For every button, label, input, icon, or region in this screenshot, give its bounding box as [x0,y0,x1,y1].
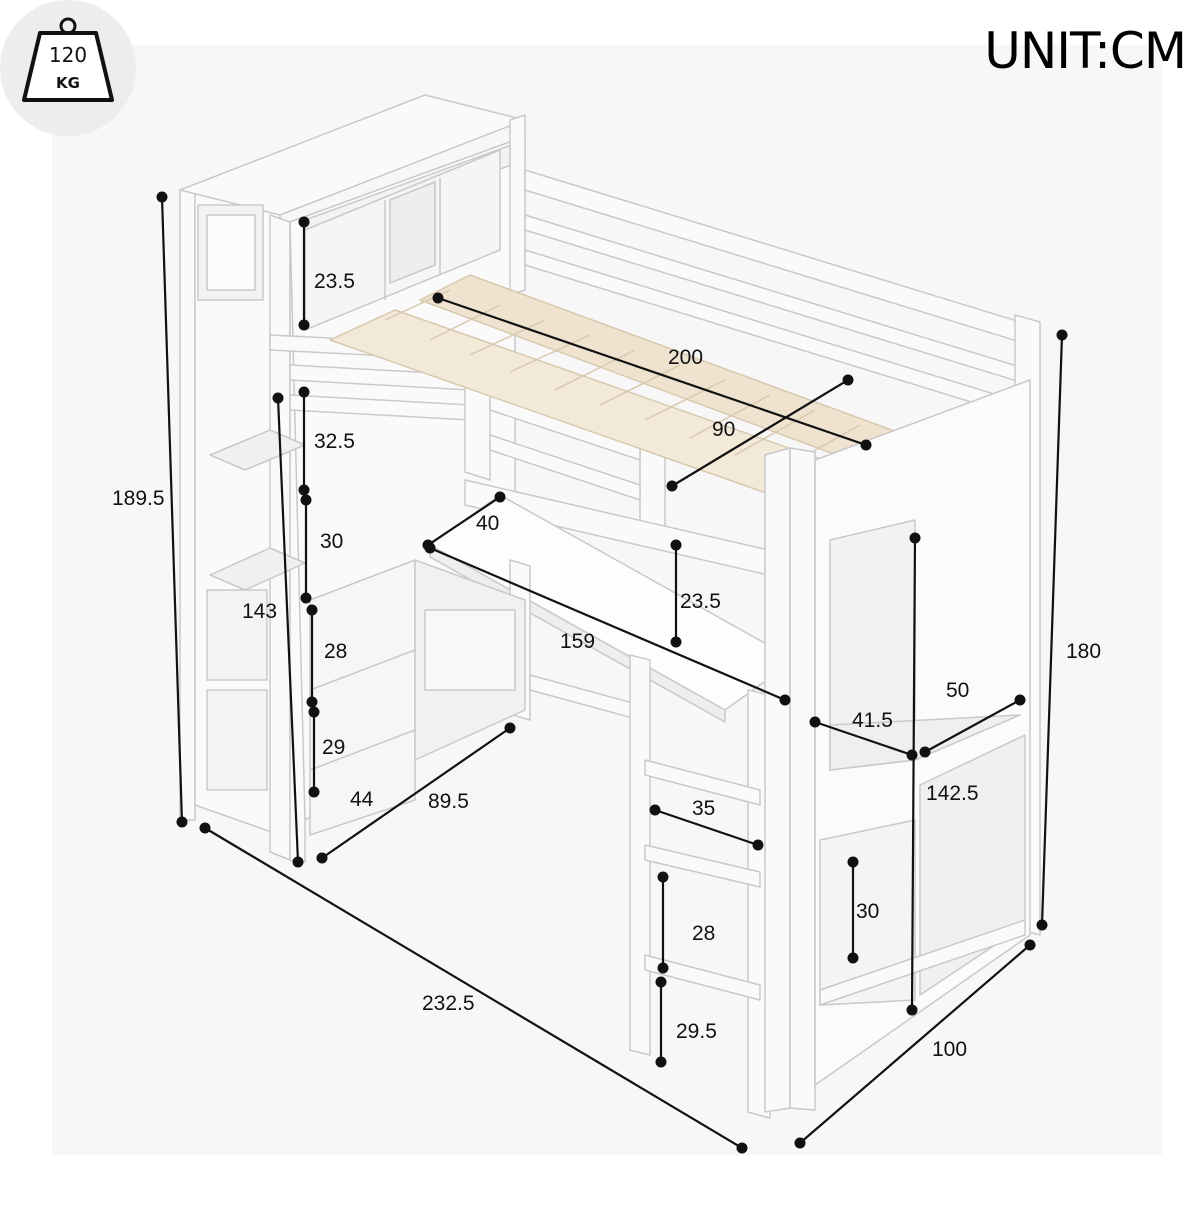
right-wardrobe [764,379,1031,1113]
label-ladder-width: 35 [692,797,715,820]
dim-line-desk-length [424,542,791,706]
label-left-depth: 44 [350,788,374,811]
label-shelf-gap-a: 32.5 [314,430,355,453]
label-ladder-rung: 28 [692,922,715,945]
dim-line-bed-height [1036,329,1068,931]
label-wardrobe-shelf-depth: 41.5 [852,709,893,732]
dim-line-overall-width [794,939,1036,1149]
dim-line-left-height [272,392,304,868]
weight-capacity-icon: 120 KG [0,0,136,136]
weight-icon-shape [22,31,114,102]
dim-line-wardrobe-height [906,532,921,1016]
label-desk-depth: 40 [476,512,499,535]
top-bookshelf [304,149,501,331]
label-desk-length: 159 [560,630,595,653]
label-shelf-top: 23.5 [314,270,355,293]
label-shelf-gap-d: 29 [322,736,345,759]
label-mattress-length: 200 [668,346,703,369]
label-overall-length: 232.5 [422,992,475,1015]
label-desk-clearance: 23.5 [680,590,721,613]
label-shelf-gap-b: 30 [320,530,343,553]
label-wardrobe-depth: 50 [946,679,969,702]
dim-line-desk-depth [422,491,506,551]
dim-line-mattress-width [666,374,854,492]
label-shelf-gap-c: 28 [324,640,347,663]
label-mattress-width: 90 [712,418,735,441]
dim-line-overall-length [199,822,748,1154]
weight-badge-value: 120 [49,43,87,67]
dim-line-wardrobe-depth [919,694,1026,758]
label-desk-leg-span: 89.5 [428,790,469,813]
label-total-height: 189.5 [112,487,165,510]
dim-line-wardrobe-shelf [809,716,918,761]
label-left-height: 143 [242,600,277,623]
label-overall-width: 100 [932,1038,967,1061]
dimension-lines [156,191,1068,1154]
unit-label: UNIT:CM [984,22,1187,80]
label-wardrobe-gap: 30 [856,900,879,923]
dim-line-total-height [156,191,188,828]
label-ladder-bottom: 29.5 [676,1020,717,1043]
dimension-labels: 189.5 23.5 32.5 30 143 28 29 44 89.5 200… [112,270,1101,1061]
label-wardrobe-height: 142.5 [926,782,979,805]
label-bed-height: 180 [1066,640,1101,663]
weight-badge-unit: KG [56,74,80,92]
